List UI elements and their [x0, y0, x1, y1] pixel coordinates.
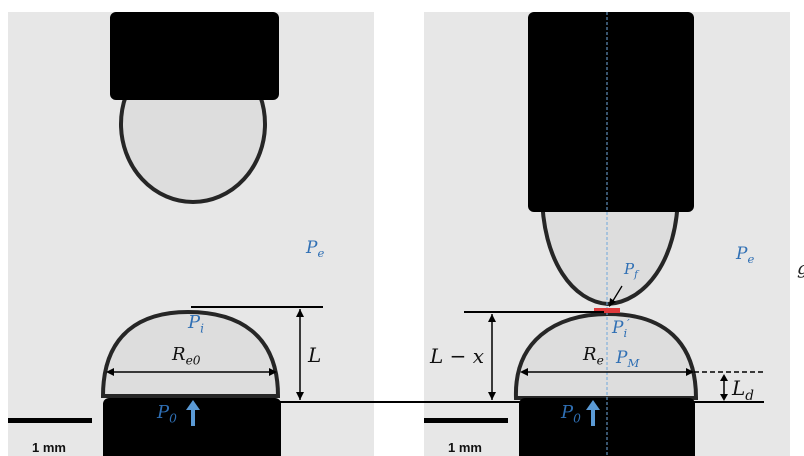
label-p0-right: P0	[561, 402, 581, 426]
photo-panel-left: Pe Pi Re0 L P0 1 mm	[8, 12, 374, 456]
p0-arrow-left	[186, 400, 200, 426]
upper-nozzle-left	[110, 12, 279, 100]
label-pm: PM	[616, 348, 640, 371]
p0-arrow-right	[586, 400, 600, 426]
upper-drop-right	[539, 190, 681, 307]
label-re: Re	[583, 344, 604, 368]
upper-nozzle-right	[528, 12, 694, 212]
scale-bar-label-right: 1 mm	[448, 440, 482, 455]
label-pe-left: Pe	[306, 238, 325, 261]
photo-panel-right: Pe Pf Pi′ Re PM L − x Ld P0 1 mm	[424, 12, 790, 456]
label-pi-prime: Pi′	[612, 316, 630, 340]
label-pi-left: Pi	[188, 312, 205, 336]
label-re0-left: Re0	[172, 344, 201, 368]
lower-nozzle-left	[103, 398, 281, 456]
label-l-minus-x: L − x	[430, 344, 485, 368]
lower-drop-right	[513, 311, 699, 400]
scale-bar-label-left: 1 mm	[32, 440, 66, 455]
lower-drop-left	[100, 309, 281, 398]
scale-bar-right	[424, 418, 508, 423]
label-pf: Pf	[624, 260, 638, 281]
edge-glyph: g	[797, 258, 804, 279]
label-ld: Ld	[732, 376, 754, 404]
scale-bar-left	[8, 418, 92, 423]
label-L-left: L	[308, 343, 322, 367]
label-pe-right: Pe	[736, 244, 755, 267]
contact-bar	[594, 308, 620, 313]
label-p0-left: P0	[157, 402, 177, 426]
